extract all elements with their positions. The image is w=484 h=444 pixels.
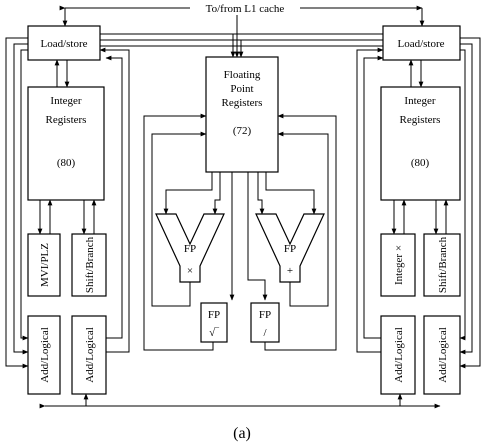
- floating-point-cluster: Floating Point Registers (72) FP × FP + …: [155, 56, 325, 343]
- fp-multiplier-symbol: ×: [187, 265, 193, 277]
- fp-sqrt-unit: [200, 302, 228, 343]
- left-mvi-plz-label: MVI/PLZ: [39, 243, 51, 287]
- fp-registers-line-1: Floating: [224, 69, 261, 81]
- left-integer-registers: [27, 86, 105, 201]
- fp-adder: [255, 213, 325, 283]
- fp-multiplier-label: FP: [184, 243, 196, 255]
- l1-cache-label: To/from L1 cache: [206, 3, 285, 15]
- right-alu-a-label: Add/Logical: [393, 327, 405, 383]
- fp-adder-label: FP: [284, 243, 296, 255]
- fp-adder-symbol: +: [287, 265, 293, 277]
- right-registers-line-2: Registers: [400, 114, 441, 126]
- right-shift-branch-label: Shift/Branch: [437, 236, 449, 293]
- left-shift-branch-unit: [71, 233, 107, 297]
- fp-registers-count: (72): [233, 125, 252, 137]
- interconnect-wires: [5, 5, 481, 409]
- left-alu-a: [27, 315, 61, 395]
- left-mvi-plz-unit: [27, 233, 61, 297]
- fp-divide-symbol: /: [263, 327, 267, 339]
- right-integer-registers: [380, 86, 461, 201]
- fp-registers-line-2: Point: [230, 83, 253, 95]
- right-load-store-label: Load/store: [397, 38, 444, 50]
- fp-multiplier: [155, 213, 225, 283]
- right-shift-branch-unit: [423, 233, 461, 297]
- left-alu-b-label: Add/Logical: [84, 327, 96, 383]
- fp-sqrt-label: FP: [208, 309, 220, 321]
- right-alu-b: [423, 315, 461, 395]
- fp-divide-unit: [250, 302, 280, 343]
- left-shift-branch-label: Shift/Branch: [84, 236, 96, 293]
- fp-divide-label: FP: [259, 309, 271, 321]
- figure-caption: (a): [233, 425, 251, 442]
- right-integer-multiply-label: Integer ×: [393, 245, 405, 285]
- left-registers-line-1: Integer: [50, 95, 81, 107]
- left-alu-a-label: Add/Logical: [39, 327, 51, 383]
- left-registers-count: (80): [57, 157, 76, 169]
- right-registers-line-1: Integer: [404, 95, 435, 107]
- left-integer-cluster: Load/store Integer Registers (80) MVI/PL…: [27, 25, 107, 395]
- right-integer-multiply-unit: [380, 233, 416, 297]
- fp-sqrt-symbol: √‾: [209, 327, 219, 339]
- right-load-store-unit: [382, 25, 461, 61]
- left-load-store-label: Load/store: [40, 38, 87, 50]
- fp-registers-line-3: Registers: [222, 97, 263, 109]
- left-alu-b: [71, 315, 107, 395]
- right-registers-count: (80): [411, 157, 430, 169]
- fp-registers: [205, 56, 279, 173]
- left-registers-line-2: Registers: [46, 114, 87, 126]
- left-load-store-unit: [27, 25, 101, 61]
- right-integer-cluster: Load/store Integer Registers (80) Intege…: [380, 25, 461, 395]
- right-alu-a: [380, 315, 416, 395]
- right-alu-b-label: Add/Logical: [437, 327, 449, 383]
